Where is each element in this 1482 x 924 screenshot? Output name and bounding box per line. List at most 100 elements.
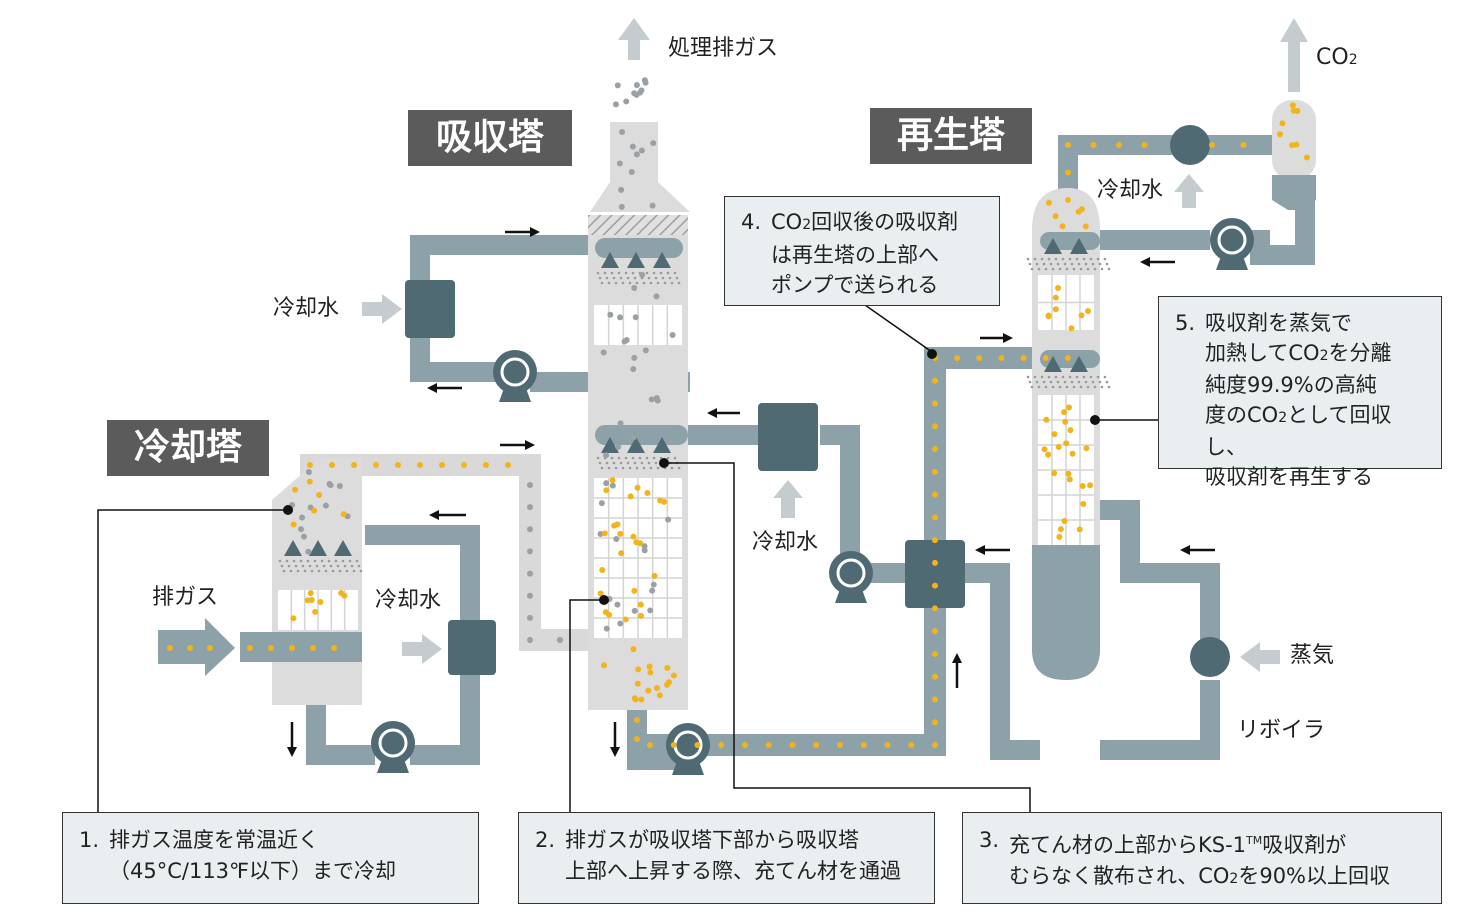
treated-gas-label: 処理排ガス [668,36,779,61]
spray-droplet [649,466,653,470]
leader-dot [283,505,293,515]
flow-dot [461,462,467,468]
leader-3 [664,462,1031,812]
flow-dot [1052,213,1059,220]
flow-dot [613,536,620,543]
flow-dot [1063,440,1070,447]
flow-dot [645,687,652,694]
flow-dot [670,672,677,679]
spray-droplet [617,456,621,460]
flow-dot [312,608,319,615]
spray-droplet [673,456,677,460]
spray-droplet [1100,267,1104,271]
flow-dot [527,614,533,621]
spray-droplet [1054,257,1058,261]
spray-droplet [631,456,635,460]
spray-droplet [1093,267,1097,271]
spray-droplet [1082,257,1086,261]
absorber-title: 吸収塔 [408,110,572,166]
spray-droplet [600,281,604,285]
flow-dot [860,742,867,748]
flow-dot [694,742,701,748]
flow-dot [1240,142,1247,148]
flow-dot [1141,142,1148,148]
flow-dot [483,462,489,468]
flow-arrow [952,653,962,688]
cooling-water-label-3: 冷却水 [752,530,819,555]
spray-droplet [635,281,639,285]
flow-dot [932,446,938,453]
leader-1 [97,509,288,812]
pump-impeller [1217,225,1247,255]
flow-dot [609,477,616,484]
spray-droplet [1079,267,1083,271]
callout-2-line-2: 上部へ上昇する際、充てん材を通過 [565,859,901,883]
flow-dot [932,696,938,703]
regen-dome [1032,188,1100,230]
flow-dot [1066,476,1073,483]
pump-casing [371,721,415,765]
flow-dot [932,559,938,566]
flow-dot [932,514,938,521]
spray-droplet [647,461,651,465]
absorber-top-cooler [405,280,455,338]
callout-2-line-1: 排ガスが吸収塔下部から吸収塔 [565,828,859,852]
flow-dot [609,482,616,489]
pump-icon [493,350,537,402]
flow-dot [299,514,306,521]
pipe-absorber-loop-return [410,330,500,382]
flow-dot [632,696,639,703]
flow-dot [631,354,638,361]
spray-nozzle [601,437,619,453]
spray-nozzle [653,252,671,268]
pump-casing [493,350,537,394]
flow-dot [329,462,335,468]
flow-dot [954,355,961,361]
spray-nozzles [278,238,1111,638]
flow-dot [647,669,654,676]
spray-droplet [628,281,632,285]
flow-dot [765,742,772,748]
spray-droplet [642,281,646,285]
callout-5-number: 5. [1175,311,1196,335]
spray-droplet [1033,375,1037,379]
spray-droplet [1058,267,1062,271]
flow-dot [1056,533,1063,540]
flow-dot [617,530,624,537]
spray-droplet [1100,385,1104,389]
spray-droplet [292,559,296,563]
flow-dot [1289,102,1296,109]
spray-droplet [315,564,319,568]
flow-dot [642,347,649,354]
flow-arrow [1180,545,1215,555]
flow-dot [600,349,607,356]
spray-droplet [287,564,291,568]
flow-dot [1277,131,1284,138]
spray-droplet [1028,262,1032,266]
separator-top [1272,100,1316,180]
callout-5-text-a: 加熱してCO [1205,340,1320,365]
flow-dot [932,673,938,680]
flow-dot [1090,142,1097,148]
flow-dot [649,202,656,209]
flow-dot [813,742,820,748]
flow-dot [638,612,645,619]
flow-dot [932,491,938,498]
flow-dot [1065,142,1071,148]
flow-dot [1067,427,1074,434]
flow-dot [667,439,674,446]
flow-dot [1045,199,1052,206]
spray-nozzle [284,540,302,556]
flow-dot [617,620,624,627]
spray-droplet [612,276,616,280]
spray-droplet [294,564,298,568]
spray-droplet [645,271,649,275]
flow-dot [1116,142,1122,148]
spray-nozzle [1070,356,1088,372]
pump-casing [666,723,710,767]
leader-dots [283,349,1100,605]
spray-droplet [659,271,663,275]
flow-dot [1076,526,1083,533]
flow-dot [327,482,334,489]
spray-droplet [299,559,303,563]
